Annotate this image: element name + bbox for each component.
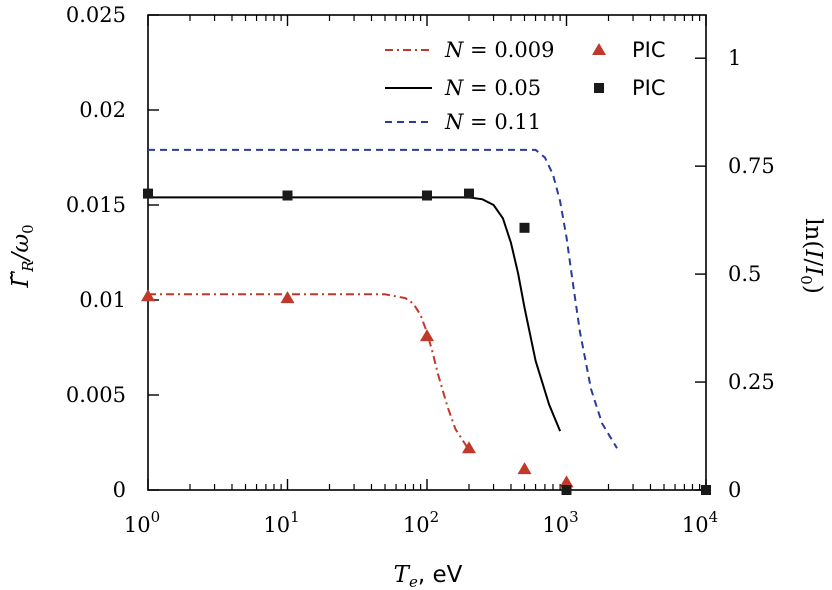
data-point-square (463, 188, 474, 199)
data-point-square (519, 222, 530, 233)
y-axis-title: Γ̃R/ω0 (8, 224, 37, 288)
x-tick-label: 104 (682, 508, 718, 537)
data-point-square (143, 188, 153, 199)
y2-axis-title: ln(I/I0) (797, 218, 826, 294)
series-line (148, 148, 618, 449)
y2-tick-label: 0.25 (728, 370, 775, 394)
y-tick-label: 0 (113, 478, 126, 502)
axes: 100 101 102 103 104 0 0.005 0.01 0.015 0.02 0.025 0… (66, 3, 775, 537)
series-line (148, 196, 562, 432)
data-point-triangle (461, 441, 476, 454)
y-tick-label: 0.025 (66, 3, 126, 27)
y2-tick-label: 1 (728, 46, 741, 70)
y-tick-label: 0.01 (79, 288, 126, 312)
legend-label: N = 0.05 (444, 76, 541, 100)
y2-tick-label: 0 (728, 478, 741, 502)
data-point-triangle (517, 462, 532, 475)
legend-marker (594, 83, 604, 93)
data-point-triangle (141, 289, 155, 302)
legend-label: PIC (632, 38, 666, 62)
data-point-square (701, 485, 711, 495)
legend-label: PIC (632, 76, 666, 100)
plot-area (141, 148, 711, 495)
y-tick-label: 0.02 (79, 98, 126, 122)
x-axis-title: Te, eV (394, 562, 463, 590)
data-point-square (561, 485, 572, 495)
x-tick-label: 100 (124, 508, 160, 537)
legend-marker (592, 43, 606, 55)
y-tick-label: 0.005 (66, 383, 126, 407)
data-point-triangle (559, 475, 574, 488)
data-point-square (422, 190, 432, 201)
y2-tick-label: 0.75 (728, 154, 775, 178)
series-3 (141, 289, 574, 488)
data-point-triangle (280, 291, 295, 304)
data-point-triangle (420, 329, 434, 342)
series-line (148, 293, 470, 451)
legend-label: N = 0.009 (444, 38, 554, 62)
series-4 (143, 188, 711, 495)
x-tick-label: 102 (403, 508, 439, 537)
plot-frame (147, 14, 707, 491)
series-2 (148, 148, 618, 449)
y-tick-label: 0.015 (66, 193, 126, 217)
series-0 (148, 293, 470, 451)
series-1 (148, 196, 562, 432)
legend: N = 0.009 N = 0.05 N = 0.11 PIC PIC (385, 38, 666, 134)
x-tick-label: 103 (542, 508, 578, 537)
data-point-square (282, 190, 293, 201)
legend-label: N = 0.11 (444, 110, 541, 134)
y2-tick-label: 0.5 (728, 262, 761, 286)
x-tick-label: 101 (263, 508, 299, 537)
